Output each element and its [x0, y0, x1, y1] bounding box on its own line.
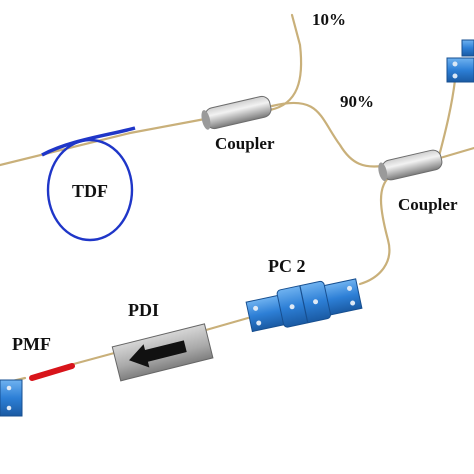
fiber-coupler2-right [438, 146, 474, 160]
fiber-coupler2-down-to-pc2 [358, 173, 394, 286]
blue-connector-bottom-left [0, 379, 23, 417]
label-coupler-1: Coupler [215, 134, 275, 153]
label-tdf: TDF [72, 181, 108, 201]
label-90-percent: 90% [340, 92, 374, 111]
label-pc2: PC 2 [268, 256, 306, 276]
label-coupler-2: Coupler [398, 195, 458, 214]
fiber-upper-right [436, 78, 457, 162]
pdi-isolator [111, 323, 214, 382]
label-10-percent: 10% [312, 10, 346, 29]
fiber-pc2-to-pdi [204, 316, 250, 332]
label-pmf: PMF [12, 334, 51, 354]
blue-connector-top-right [446, 39, 474, 83]
coupler-2 [378, 149, 443, 182]
fiber-coupler1-to-coupler2 [270, 101, 384, 168]
pmf-segment [29, 363, 75, 381]
polarization-controller-2 [245, 278, 363, 333]
fiber-paths [0, 13, 474, 386]
tdf-fiber-loop [41, 126, 136, 242]
fiber-10pct-output [268, 13, 303, 112]
pdi-arrow-icon [129, 340, 187, 368]
fiber-pdi-to-pmf [68, 350, 120, 367]
label-pdi: PDI [128, 300, 159, 320]
coupler-1 [201, 95, 272, 130]
